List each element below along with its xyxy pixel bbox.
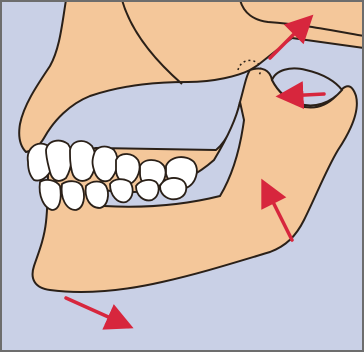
- tooth: [93, 147, 118, 182]
- tooth: [70, 141, 96, 181]
- tooth: [160, 178, 186, 199]
- arrow-left-icon: [286, 94, 324, 96]
